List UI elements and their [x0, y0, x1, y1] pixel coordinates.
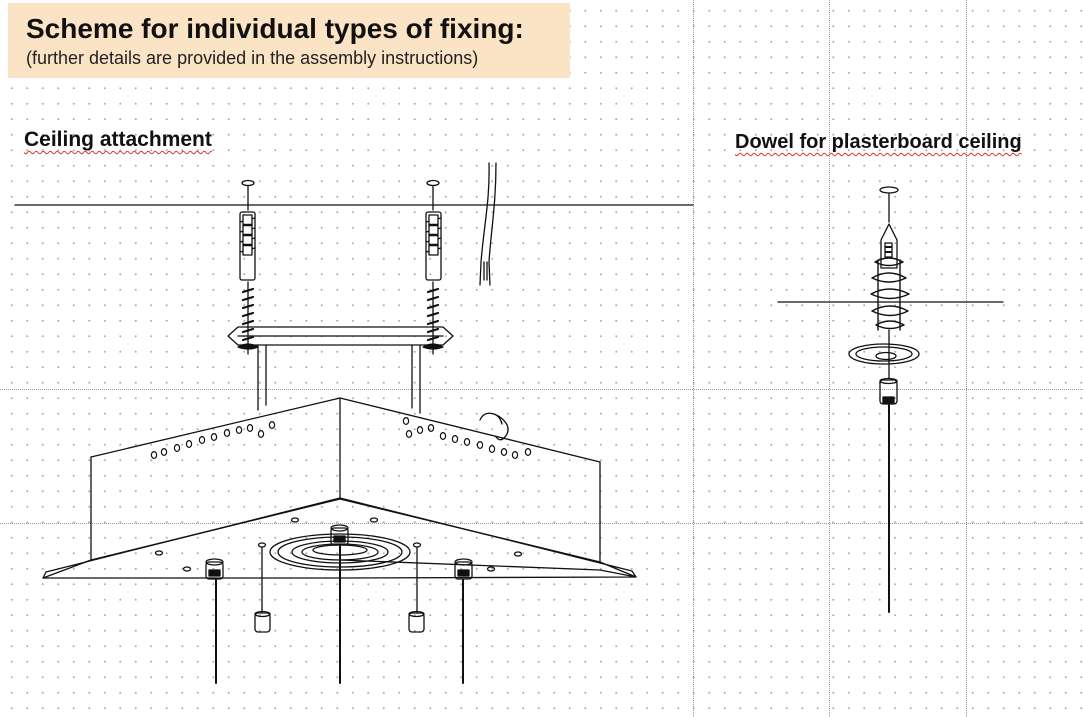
plasterboard-dowel-drawing	[777, 186, 1004, 613]
page-title: Scheme for individual types of fixing:	[26, 13, 524, 44]
suspension-grip-left	[205, 558, 224, 684]
guide-line-horizontal	[0, 389, 1083, 390]
canopy-box	[42, 397, 637, 579]
page-subtitle: (further details are provided in the ass…	[26, 48, 479, 68]
plate-holes	[154, 517, 523, 572]
mounting-bracket	[227, 326, 454, 414]
dowel-screw-left	[237, 179, 259, 355]
ceiling-attachment-label: Ceiling attachment	[24, 128, 212, 151]
cable-hook	[479, 412, 509, 441]
guide-line-vertical	[693, 0, 694, 717]
spiral-thread	[870, 257, 910, 331]
dowel-rosette	[848, 343, 920, 365]
guide-line-vertical	[829, 0, 830, 717]
title-box: Scheme for individual types of fixing: (…	[8, 3, 570, 78]
power-cable	[479, 162, 497, 286]
suspension-grip-right	[454, 558, 473, 684]
guide-line-vertical	[966, 0, 967, 717]
ceiling-attachment-drawing	[14, 162, 694, 684]
dowel-label: Dowel for plasterboard ceiling	[735, 131, 1022, 153]
cord-grip-left	[254, 547, 271, 633]
dowel-screw-right	[422, 179, 444, 355]
cord-grip-right	[408, 547, 425, 633]
suspension-grip-center	[330, 524, 349, 684]
guide-line-horizontal	[0, 523, 1083, 524]
vent-holes	[150, 417, 532, 460]
